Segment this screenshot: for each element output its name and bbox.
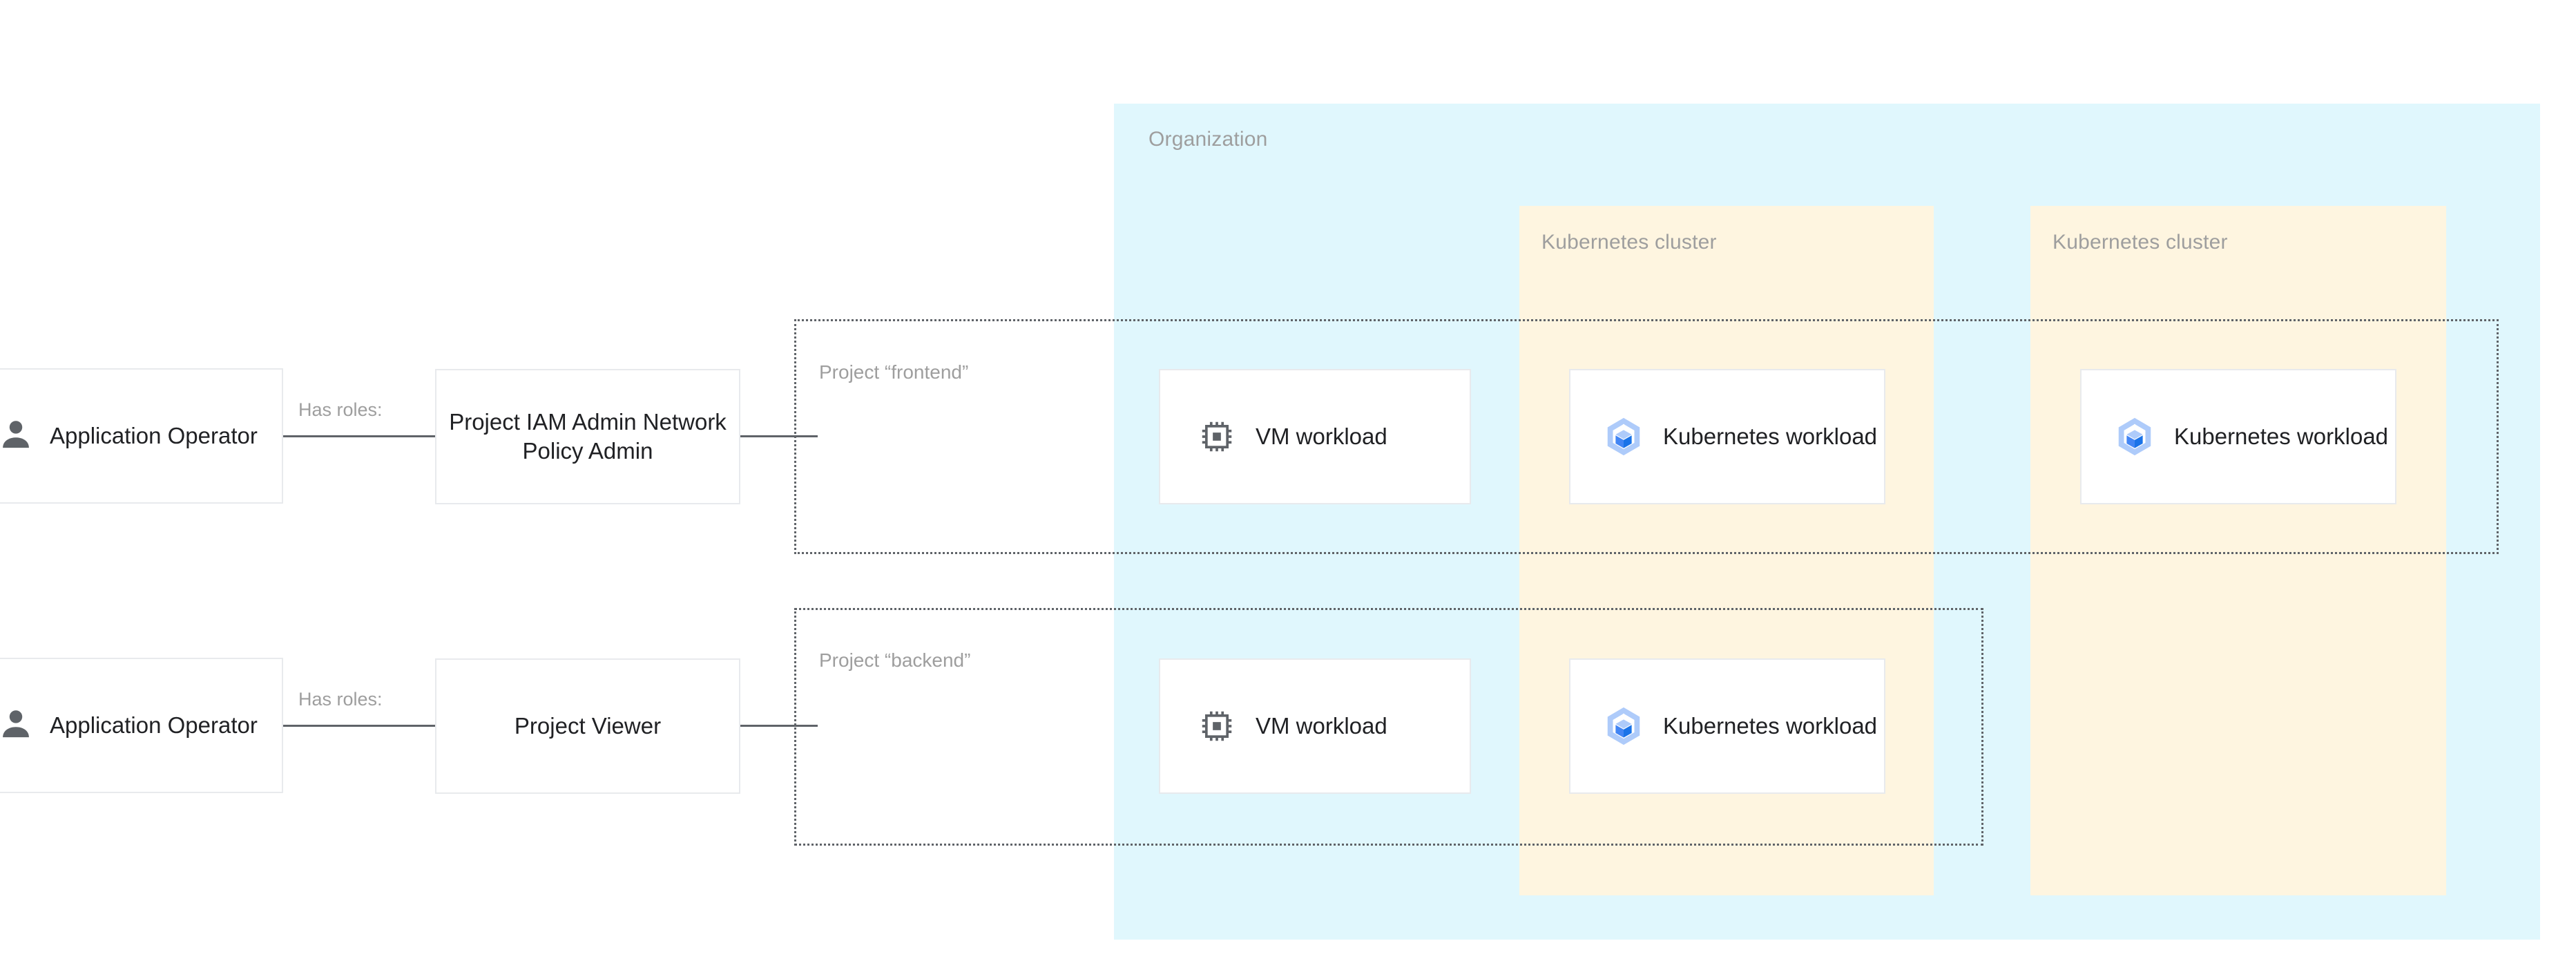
project-backend-label: Project “backend”: [819, 649, 971, 671]
application-operator-1-label: Application Operator: [50, 422, 258, 448]
connector-operator2-to-role2: [283, 725, 435, 727]
kubernetes-workload-card-frontend-cluster1[interactable]: Kubernetes workload: [1569, 369, 1885, 504]
kubernetes-workload-card-backend-cluster1-label: Kubernetes workload: [1663, 712, 1878, 739]
person-icon: [0, 705, 35, 746]
kubernetes-hexagon-icon: [2113, 415, 2156, 458]
kubernetes-hexagon-icon: [1602, 415, 1645, 458]
kubernetes-cluster-2-label: Kubernetes cluster: [2053, 231, 2228, 254]
cpu-chip-icon: [1199, 419, 1235, 455]
person-icon: [0, 416, 35, 457]
vm-workload-card-backend[interactable]: VM workload: [1159, 658, 1471, 794]
application-operator-2-label: Application Operator: [50, 712, 258, 738]
connector-operator1-to-role1: [283, 435, 435, 437]
role-box-project-viewer-label: Project Viewer: [514, 712, 662, 739]
connector-role2-to-project-backend: [740, 725, 818, 727]
edge-label-has-roles-1: Has roles:: [298, 399, 383, 420]
application-operator-2[interactable]: Application Operator: [0, 658, 283, 793]
role-box-project-iam-admin[interactable]: Project IAM Admin Network Policy Admin: [435, 369, 740, 504]
role-box-project-iam-admin-label: Project IAM Admin Network Policy Admin: [449, 408, 727, 464]
kubernetes-workload-card-frontend-cluster2-label: Kubernetes workload: [2174, 423, 2389, 449]
project-frontend-label: Project “frontend”: [819, 361, 969, 383]
vm-workload-card-backend-label: VM workload: [1256, 712, 1387, 739]
kubernetes-cluster-1-label: Kubernetes cluster: [1541, 231, 1717, 254]
kubernetes-workload-card-backend-cluster1[interactable]: Kubernetes workload: [1569, 658, 1885, 794]
connector-role1-to-project-frontend: [740, 435, 818, 437]
vm-workload-card-frontend[interactable]: VM workload: [1159, 369, 1471, 504]
application-operator-1[interactable]: Application Operator: [0, 368, 283, 504]
cpu-chip-icon: [1199, 708, 1235, 744]
kubernetes-workload-card-frontend-cluster2[interactable]: Kubernetes workload: [2080, 369, 2396, 504]
project-backend-boundary: [794, 608, 1983, 846]
kubernetes-workload-card-frontend-cluster1-label: Kubernetes workload: [1663, 423, 1878, 449]
kubernetes-hexagon-icon: [1602, 705, 1645, 748]
role-box-project-viewer[interactable]: Project Viewer: [435, 658, 740, 794]
vm-workload-card-frontend-label: VM workload: [1256, 423, 1387, 449]
edge-label-has-roles-2: Has roles:: [298, 689, 383, 710]
organization-label: Organization: [1148, 128, 1268, 151]
